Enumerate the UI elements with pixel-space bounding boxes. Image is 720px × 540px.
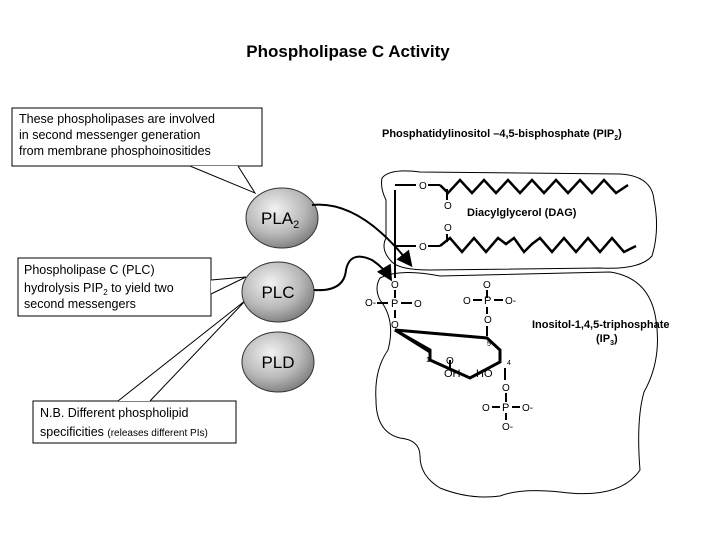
atom-o: O [502,383,510,394]
atom-o: O [444,223,452,234]
svg-text:PLD: PLD [261,353,294,372]
glycerol-backbone [394,184,416,278]
phosphate-group-c4: O P O- O- [482,393,533,433]
atom-oh: OH [444,368,461,380]
atom-ho: HO [476,368,493,380]
callout-line: specificities (releases different PIs) [40,425,208,439]
atom-o: O [463,296,471,307]
callout-line: second messengers [24,297,136,311]
atom-o-minus: O- [522,403,533,414]
ring-number-4: 4 [507,360,511,367]
callout-line: in second messenger generation [19,128,200,142]
callout-line: Phospholipase C (PLC) [24,263,155,277]
atom-o: O [419,181,427,192]
pip2-label: Phosphatidylinositol –4,5-bisphosphate (… [382,128,622,142]
phosphate-group: O O- P O O [365,280,422,331]
phosphate-group-c5: O O P O- O [463,280,516,336]
callout-line: These phospholipases are involved [19,112,215,126]
enzyme-pld: PLD [241,331,315,393]
atom-o-minus: O- [505,296,516,307]
ip3-outline [375,271,658,498]
enzyme-plc: PLC [241,261,315,323]
atom-p: P [502,402,509,414]
ring-number-5: 5 [487,341,491,348]
atom-o: O [484,315,492,326]
callout-line: hydrolysis PIP2 to yield two [24,281,174,297]
enzyme-pla2: PLA2 [245,187,319,249]
page-title: Phospholipase C Activity [246,42,450,61]
callout-pld-note: N.B. Different phospholipid specificitie… [32,299,247,444]
atom-o-minus: O- [502,422,513,433]
svg-text:PLC: PLC [261,283,294,302]
fatty-acid-chain-2 [439,236,637,254]
callout-line: from membrane phosphoinositides [19,144,211,158]
atom-o: O [482,403,490,414]
atom-o: O [444,201,452,212]
ip3-label-line2: (IP3) [596,333,618,347]
callout-pla2-note: These phospholipases are involved in sec… [11,107,263,195]
dag-label: Diacylglycerol (DAG) [467,207,577,219]
atom-o: O [483,280,491,291]
ring-number-1: 1 [426,357,430,364]
svg-text:PLA2: PLA2 [261,209,299,231]
atom-p: P [391,298,398,310]
callout-line: N.B. Different phospholipid [40,406,189,420]
atom-o: O [414,299,422,310]
inositol-ring: 5 1 4 O OH HO O [394,328,511,394]
atom-o: O [391,320,399,331]
atom-o: O [391,280,399,291]
atom-o: O [419,242,427,253]
plc-arrow [313,255,393,292]
ip3-label: Inositol-1,4,5-triphosphate [532,319,670,331]
dag-outline [381,170,658,271]
pla2-arrow [311,203,413,268]
atom-o: O [446,356,454,367]
fatty-acid-chain-1 [439,178,629,195]
callout-plc-note: Phospholipase C (PLC) hydrolysis PIP2 to… [17,257,247,317]
atom-p: P [484,295,491,307]
atom-o-minus: O- [365,298,376,309]
